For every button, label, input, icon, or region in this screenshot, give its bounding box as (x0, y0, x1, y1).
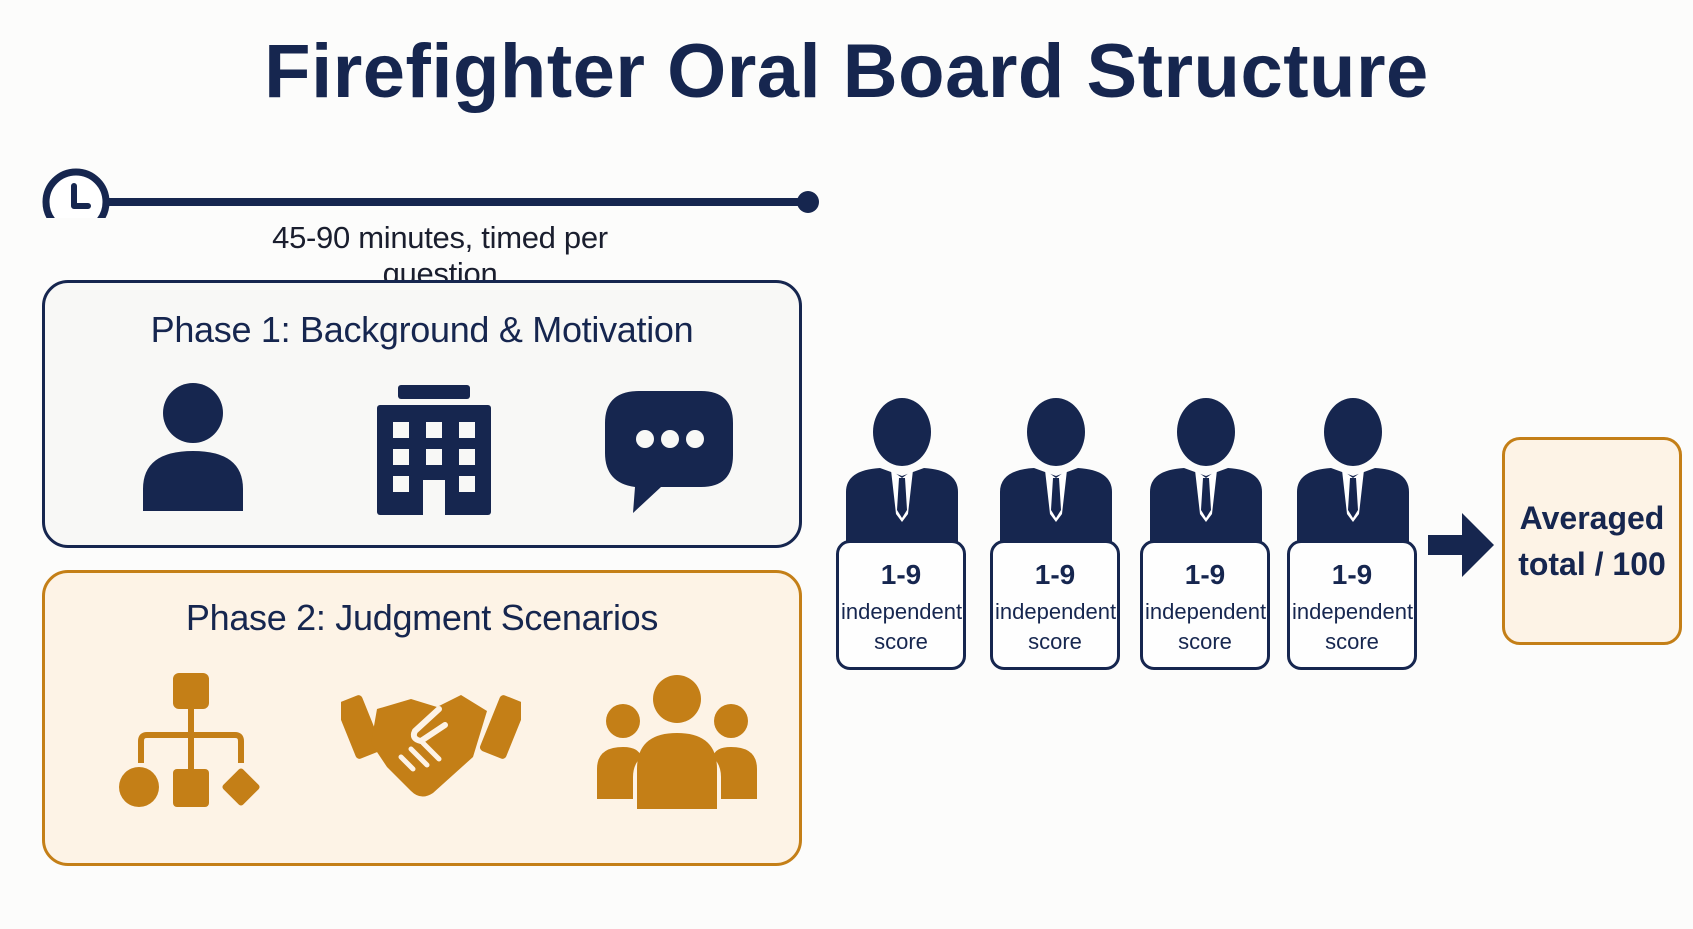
judge-icon (1000, 398, 1112, 542)
group-icon (597, 675, 757, 809)
averaged-total-box: Averaged total / 100 (1502, 437, 1682, 645)
phase-2-title: Phase 2: Judgment Scenarios (185, 597, 659, 638)
averaged-total-label: Averaged total / 100 (1518, 500, 1666, 582)
timeline: 45-90 minutes, timed per question (40, 158, 840, 291)
right-arrow-icon (1428, 513, 1494, 577)
handshake-icon (341, 695, 521, 797)
score-label: independent score (841, 599, 963, 654)
judge-4: 1-9 independent score (1287, 392, 1419, 672)
chat-bubble-icon (605, 391, 733, 513)
score-range: 1-9 (1331, 559, 1373, 590)
phase-2-card: Phase 2: Judgment Scenarios (42, 570, 802, 866)
score-box: 1-9 independent score (1140, 540, 1270, 670)
clock-icon (42, 168, 819, 218)
judge-icon (1297, 398, 1409, 542)
score-label: independent score (1145, 599, 1267, 654)
judge-icon (846, 398, 958, 542)
judge-3: 1-9 independent score (1140, 392, 1272, 672)
score-range: 1-9 (880, 559, 922, 590)
phase-1-title: Phase 1: Background & Motivation (150, 309, 694, 350)
score-label: independent score (995, 599, 1117, 654)
phase-1-card: Phase 1: Background & Motivation (42, 280, 802, 548)
hierarchy-icon (119, 673, 260, 807)
score-box: 1-9 independent score (990, 540, 1120, 670)
building-icon (377, 385, 491, 515)
judge-icon (1150, 398, 1262, 542)
page-title: Firefighter Oral Board Structure (264, 29, 1429, 114)
score-box: 1-9 independent score (836, 540, 966, 670)
person-icon (143, 383, 243, 511)
score-range: 1-9 (1184, 559, 1226, 590)
judge-1: 1-9 independent score (836, 392, 968, 672)
score-range: 1-9 (1034, 559, 1076, 590)
score-box: 1-9 independent score (1287, 540, 1417, 670)
score-label: independent score (1292, 599, 1414, 654)
judge-2: 1-9 independent score (990, 392, 1122, 672)
